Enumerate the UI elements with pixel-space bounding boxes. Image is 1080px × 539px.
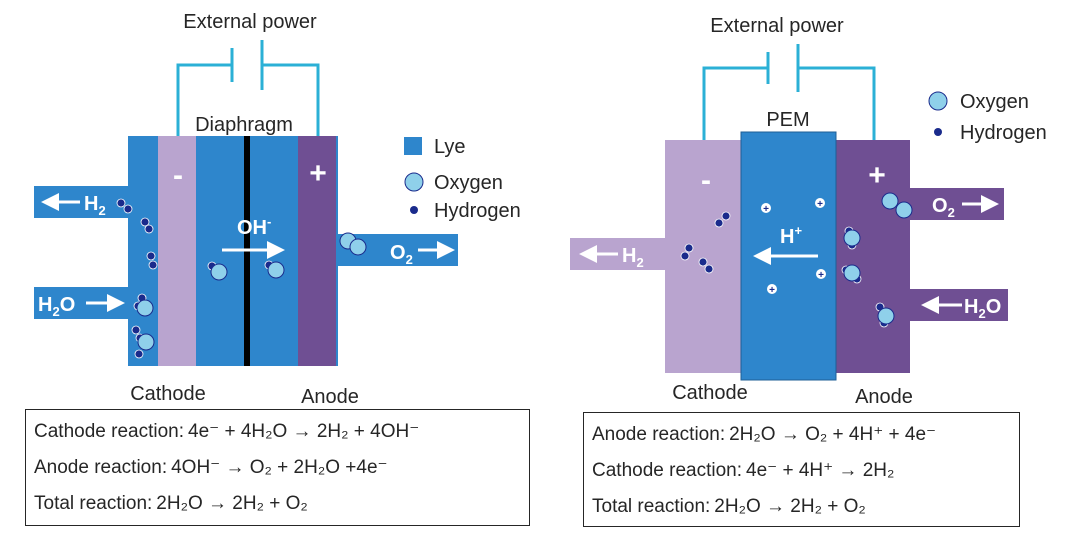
right-anode-chamber [836,140,910,373]
left-oxygen-bubbles [136,232,367,351]
svg-text:H2O: H2O [964,296,1001,321]
left-legend: Lye Oxygen Hydrogen [404,136,521,222]
svg-text:H2: H2 [84,193,106,218]
left-h2o-in-sub: 2 [52,304,59,319]
left-anode-electrode [298,136,336,366]
reaction-equation: 4e⁻ + 4H⁺ → 2H₂ [746,460,895,481]
left-reaction-row: Anode reaction:4OH⁻ → O₂ + 2H₂O +4e⁻ [34,450,521,486]
left-cathode-label: Cathode [130,383,206,405]
left-o2-out-label: O [390,242,406,264]
right-ion-arrow: H+ [753,223,818,265]
right-o2-out-sub: 2 [948,205,955,220]
right-cathode-label: Cathode [672,382,748,404]
left-reaction-row: Cathode reaction:4e⁻ + 4H₂O → 2H₂ + 4OH⁻ [34,414,521,450]
lye-legend-label: Lye [434,136,466,158]
left-oxygen-legend-label: Oxygen [434,172,503,194]
left-ion-arrow: OH- [222,214,285,259]
svg-text:+: + [763,204,769,215]
left-reaction-box: Cathode reaction:4e⁻ + 4H₂O → 2H₂ + 4OH⁻… [25,409,530,526]
left-minus-sign: - [173,159,183,192]
svg-text:+: + [817,199,823,210]
reaction-equation: 4e⁻ + 4H₂O → 2H₂ + 4OH⁻ [188,421,420,442]
right-h2-outlet: H2 [570,238,665,270]
left-h2o-in-o: O [60,294,76,316]
right-external-power-label: External power [710,15,844,37]
left-hydrogen-legend-label: Hydrogen [434,200,521,222]
svg-text:OH-: OH- [237,214,271,239]
right-minus-sign: - [701,164,711,197]
svg-text:+: + [818,270,824,281]
right-h2o-in-sub: 2 [978,306,985,321]
svg-text:H2: H2 [622,245,644,270]
reaction-equation: 2H₂O → O₂ + 4H⁺ + 4e⁻ [729,424,937,445]
right-h2o-in-label: H [964,296,978,318]
svg-text:O2: O2 [390,242,413,267]
right-h2-out-label: H [622,245,636,267]
right-cathode-chamber [665,140,742,373]
left-plus-sign: + [309,157,327,190]
svg-text:H2O: H2O [38,294,75,319]
left-h2-out-sub: 2 [98,203,105,218]
reaction-equation: 4OH⁻ → O₂ + 2H₂O +4e⁻ [171,457,388,478]
right-hydrogen-legend-icon [934,128,942,136]
right-plus-sign: + [868,159,886,192]
right-reaction-box: Anode reaction:2H₂O → O₂ + 4H⁺ + 4e⁻ Cat… [583,412,1020,527]
pem-cell: External power PEM - + H+ + + + + H2 [570,15,1047,408]
right-h2o-in-o: O [986,296,1002,318]
left-anode-label: Anode [301,386,359,408]
right-oxygen-bubbles [843,192,913,325]
reaction-label: Cathode reaction: [34,421,184,442]
left-ion-sup: - [267,214,271,229]
right-anode-label: Anode [855,386,913,408]
right-reaction-row: Total reaction:2H₂O → 2H₂ + O₂ [592,489,1011,525]
reaction-label: Total reaction: [34,493,153,514]
left-reaction-row: Total reaction:2H₂O → 2H₂ + O₂ [34,486,521,522]
left-cathode-electrode [158,136,196,366]
right-legend: Oxygen Hydrogen [928,91,1047,144]
right-o2-out-label: O [932,195,948,217]
reaction-label: Total reaction: [592,496,711,517]
svg-text:H+: H+ [780,223,802,248]
right-o2-outlet: O2 [910,188,1004,220]
left-hydrogen-bubbles [116,198,274,359]
hydrogen-legend-icon [410,206,418,214]
left-diaphragm-label: Diaphragm [195,114,293,136]
reaction-equation: 2H₂O → 2H₂ + O₂ [714,496,866,517]
right-reaction-row: Anode reaction:2H₂O → O₂ + 4H⁺ + 4e⁻ [592,417,1011,453]
right-ion-label: H [780,226,794,248]
right-h2o-inlet: H2O [910,289,1008,321]
left-ion-label: OH [237,217,267,239]
reaction-label: Anode reaction: [34,457,168,478]
left-external-power-label: External power [183,11,317,33]
right-h2-out-sub: 2 [636,255,643,270]
right-oxygen-legend-icon [928,91,948,111]
left-h2-outlet: H2 [34,186,128,218]
left-h2o-inlet: H2O [34,287,128,319]
lye-legend-swatch [404,137,422,155]
reaction-label: Anode reaction: [592,424,726,445]
left-h2o-in-label: H [38,294,52,316]
right-hydrogen-legend-label: Hydrogen [960,122,1047,144]
left-power-wiring [176,40,320,136]
alkaline-cell: External power Diaphragm - + OH- H2 H2O [34,11,521,408]
right-ion-sup: + [794,223,802,238]
left-h2-out-label: H [84,193,98,215]
right-reaction-row: Cathode reaction:4e⁻ + 4H⁺ → 2H₂ [592,453,1011,489]
right-oxygen-legend-label: Oxygen [960,91,1029,113]
svg-text:+: + [769,285,775,296]
proton-dots: + + + + [761,198,826,296]
oxygen-legend-icon [404,172,424,192]
reaction-equation: 2H₂O → 2H₂ + O₂ [156,493,308,514]
left-o2-out-sub: 2 [406,252,413,267]
svg-text:O2: O2 [932,195,955,220]
pem-label: PEM [766,109,809,131]
right-power-wiring [702,44,876,140]
reaction-label: Cathode reaction: [592,460,742,481]
